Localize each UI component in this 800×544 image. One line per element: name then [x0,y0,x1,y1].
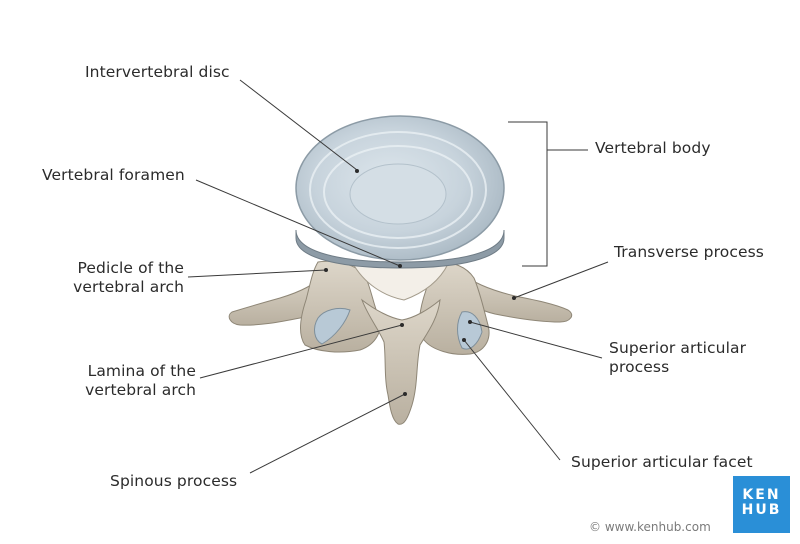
pointer-dot [400,323,404,327]
label-pedicle-line2: vertebral arch [73,278,184,296]
disc-ring [309,131,487,249]
spinous-process [360,298,441,425]
label-lamina-line2: vertebral arch [85,381,196,399]
label-pedicle-line1: Pedicle of the [77,259,184,277]
logo-line1: KEN [742,487,781,503]
logo-line2: HUB [741,502,782,518]
nucleus-pulposus [349,163,447,225]
label-vertebral-foramen: Vertebral foramen [42,166,185,184]
pointer-dot [462,338,466,342]
label-lamina: Lamina of the vertebral arch [85,362,196,400]
left-articular-facet [314,307,351,345]
leader-vertebral-foramen [195,179,401,267]
label-vertebral-body: Vertebral body [595,139,711,157]
leader-lamina [199,324,403,379]
pointer-dot [324,268,328,272]
leader-superior-articular-process [469,321,603,359]
label-transverse-process: Transverse process [614,243,764,261]
vertebral-body-rim [295,229,505,269]
kenhub-logo[interactable]: KEN HUB [733,476,790,533]
leader-pedicle [187,269,327,278]
pointer-dot [512,296,516,300]
label-superior-articular-facet: Superior articular facet [571,453,753,471]
pointer-dot [355,169,359,173]
leader-transverse-process [513,261,609,299]
vertebral-body-bracket [508,121,548,267]
leader-spinous-process [249,393,406,474]
label-lamina-line1: Lamina of the [87,362,196,380]
label-pedicle: Pedicle of the vertebral arch [73,259,184,297]
leader-superior-articular-facet [463,339,561,461]
pointer-dot [468,320,472,324]
leader-intervertebral-disc [239,79,358,171]
pointer-dot [398,264,402,268]
pointer-dot [403,392,407,396]
label-sap-line2: process [609,358,670,376]
label-superior-articular-process: Superior articular process [609,339,746,377]
label-intervertebral-disc: Intervertebral disc [85,63,230,81]
copyright-text: © www.kenhub.com [589,520,711,534]
disc-ring [323,145,473,239]
label-spinous-process: Spinous process [110,472,238,490]
label-sap-line1: Superior articular [609,339,747,357]
